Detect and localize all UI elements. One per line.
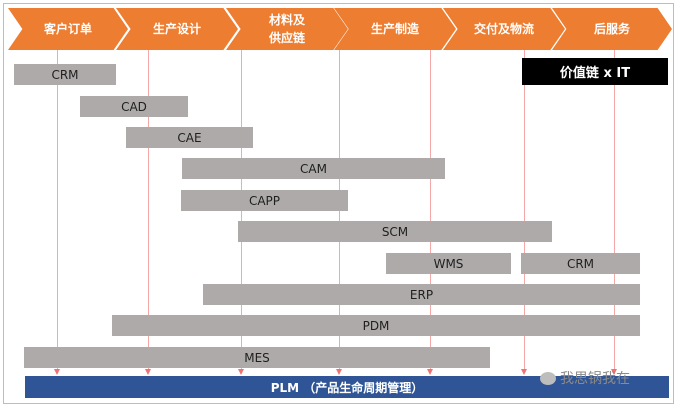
value-chain-it-label: 价值链 x IT bbox=[522, 58, 668, 85]
bar-label: CAD bbox=[121, 99, 147, 114]
system-bar-cae: CAE bbox=[126, 127, 253, 148]
plm-bar: PLM （产品生命周期管理） bbox=[25, 376, 669, 398]
system-bar-cad: CAD bbox=[80, 96, 188, 117]
bar-label: CAM bbox=[300, 161, 327, 176]
system-bar-crm-service: CRM bbox=[521, 253, 640, 274]
system-bar-crm: CRM bbox=[14, 64, 116, 85]
bar-label: WMS bbox=[433, 256, 464, 271]
system-bar-wms: WMS bbox=[386, 253, 511, 274]
stage-customer-order: 客户订单 bbox=[8, 8, 128, 50]
guide-line bbox=[430, 50, 431, 370]
arrow-down-icon bbox=[238, 369, 244, 375]
system-bar-pdm: PDM bbox=[112, 315, 640, 336]
watermark-text: 我思锅我在 bbox=[560, 371, 630, 387]
stage-design: 生产设计 bbox=[116, 8, 238, 50]
bar-label: PDM bbox=[362, 318, 390, 333]
system-bar-scm: SCM bbox=[238, 221, 552, 242]
guide-line bbox=[524, 50, 525, 370]
bar-label: CRM bbox=[566, 256, 595, 271]
stage-after-service: 后服务 bbox=[552, 8, 672, 50]
system-bar-cam: CAM bbox=[182, 158, 445, 179]
guide-line bbox=[614, 50, 615, 370]
stage-label: 生产制造 bbox=[370, 22, 419, 36]
guide-line bbox=[57, 50, 58, 370]
bar-label: CAE bbox=[177, 130, 202, 145]
arrow-down-icon bbox=[145, 369, 151, 375]
system-bar-mes: MES bbox=[24, 347, 490, 368]
bar-label: CRM bbox=[51, 67, 79, 82]
bar-label: CAPP bbox=[248, 193, 281, 208]
arrow-down-icon bbox=[521, 369, 527, 375]
stage-label: 生产设计 bbox=[152, 22, 201, 36]
arrow-down-icon bbox=[611, 369, 617, 375]
arrow-down-icon bbox=[336, 369, 342, 375]
bar-label: MES bbox=[244, 350, 270, 365]
arrow-down-icon bbox=[427, 369, 433, 375]
system-bar-capp: CAPP bbox=[181, 190, 348, 211]
wechat-icon bbox=[540, 371, 556, 385]
stage-label: 后服务 bbox=[593, 22, 630, 36]
watermark: 我思锅我在 bbox=[540, 368, 630, 388]
arrow-down-icon bbox=[54, 369, 60, 375]
stage-delivery-logistics: 交付及物流 bbox=[443, 8, 565, 50]
stage-label: 材料及 供应链 bbox=[268, 13, 305, 45]
stage-manufacturing: 生产制造 bbox=[334, 8, 456, 50]
bar-label: ERP bbox=[409, 287, 434, 302]
stage-supply-chain: 材料及 供应链 bbox=[226, 8, 348, 50]
system-bar-erp: ERP bbox=[203, 284, 640, 305]
guide-line bbox=[148, 50, 149, 370]
diagram-frame bbox=[3, 3, 674, 404]
bar-label: SCM bbox=[381, 224, 409, 239]
stage-label: 交付及物流 bbox=[473, 22, 534, 36]
stage-label: 客户订单 bbox=[43, 22, 92, 36]
